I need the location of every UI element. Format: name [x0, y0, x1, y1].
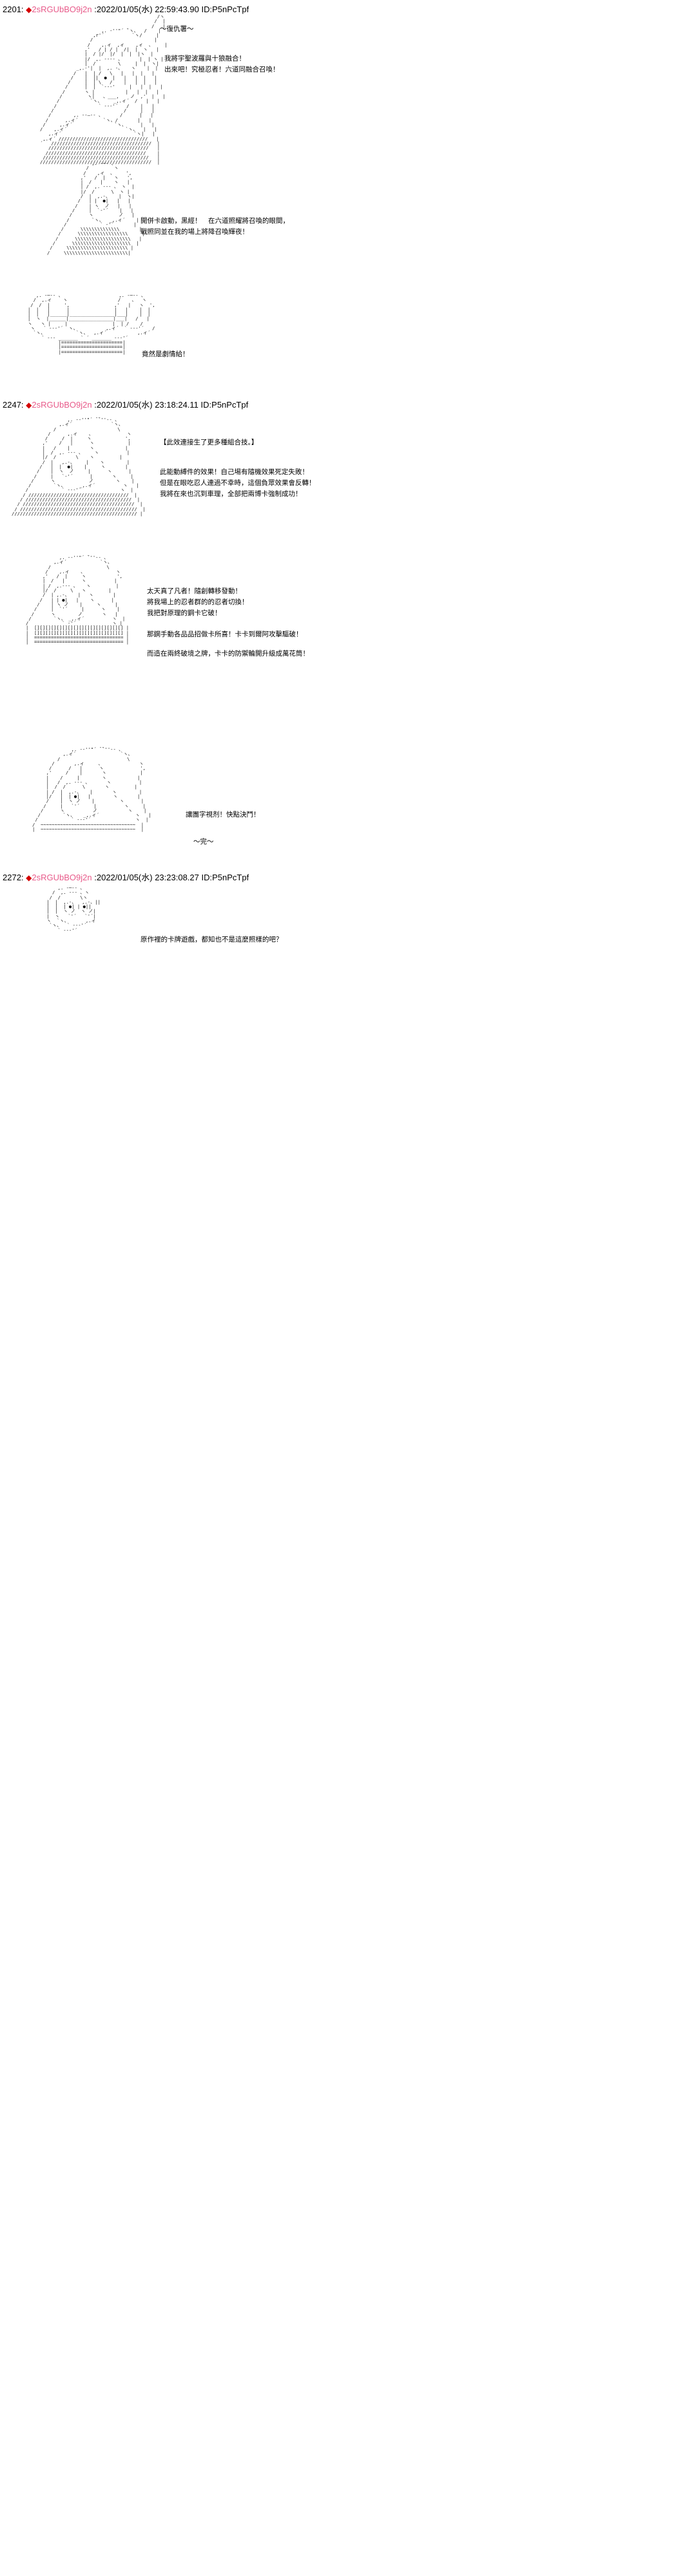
scene-2-b-line-5: 而造在兩終破境之牌，卡卡的防禦輪開升級成萬花筒！ [147, 650, 309, 658]
scene-2-b-line-2: 將我場上的忍者群的的忍者切換！ [147, 598, 249, 606]
scene-1-b-line-2: 戰照同並在我的場上將降召喚輝夜！ [140, 228, 249, 236]
post-colon: : [21, 5, 24, 14]
trip-diamond-icon: ◆ [26, 5, 32, 14]
post-handle[interactable]: 2sRGUbBO9j2n [32, 400, 92, 410]
scene-2-c-line-1: 讓團字視剂！快點決鬥！ [186, 811, 260, 819]
scene-1-a-line-2: 出來吧！究極忍者！六道同融合召喚！ [164, 66, 280, 73]
scene-3-a-line-1: 原作裡的卡牌遊戲，都知也不是這麼照樣的吧？ [140, 936, 283, 943]
scene-2-a-line-2: 但是在眼吃忍人連過不幸時，這個負眾效果會反轉！ [160, 479, 316, 487]
post-header-2247: 2247: ◆2sRGUbBO9j2n :2022/01/05(水) 23:18… [0, 398, 248, 411]
post-colon: : [21, 400, 24, 410]
post-handle[interactable]: 2sRGUbBO9j2n [32, 873, 92, 882]
scene-2-b-line-4: 那鋼手動各品品招做卡所喜！卡卡到爾阿攻擊驅破！ [147, 630, 303, 638]
scene-2-title-dialogue: 【此效連接生了更多種組合技。】 [160, 439, 258, 446]
aa-figure-1: /ヽ / | / | ,. ‐''"´ ̄`ヽ、 / | ,r'´ `ヽ/ | [40, 14, 169, 166]
post-date: :2022/01/05(水) 23:23:08.27 [94, 873, 199, 882]
scene-2-a-line-1: 此能動縛件的效果！自己埸有隨機效果死定失敗！ [160, 468, 309, 476]
scene-2-a-line-3: 我將在來也沉到車理，全部把兩博卡強制成功！ [160, 490, 302, 498]
post-uid: ID:P5nPcTpf [200, 400, 249, 410]
aa-figure-4: ,. -‐''"´ ̄ ̄`''‐- 、 ,.ィ´ `ヽ、 / \ / ,.ィ … [12, 417, 146, 516]
post-date: :2022/01/05(水) 23:18:24.11 [94, 400, 198, 410]
scene-1-b-line-1: 開併卡啟動，黑經！ 在六道照耀將召喚的眼間， [140, 217, 289, 225]
aa-figure-7: ,. -─‐- 、 / ,. -‐- 、ヽ / / \ヽ | | ,.-、 ,.… [46, 885, 101, 933]
aa-figure-3: ,. -─‐- 、 ,. -─‐- 、 / ,.ィ ヽ / 、 ヽ / / | … [27, 292, 155, 355]
aa-figure-6: ,. -‐''"´ ̄ ̄`''‐- 、 ,.ィ´ `ヽ、 / \ / ,.ィ … [32, 746, 151, 833]
post-uid: ID:P5nPcTpf [201, 873, 249, 882]
post-header-2201: 2201: ◆2sRGUbBO9j2n :2022/01/05(水) 22:59… [0, 3, 249, 15]
post-date: :2022/01/05(水) 22:59:43.90 [94, 5, 199, 14]
trip-diamond-icon: ◆ [26, 401, 32, 410]
post-uid: ID:P5nPcTpf [201, 5, 249, 14]
scene-2-b-line-1: 太天真了凡者！隨創轉移發動！ [147, 587, 242, 595]
aa-figure-2: ,. -─- 、 / ヽ / ,ィ 、 ', ,' / | ヽ ', | / |… [46, 160, 145, 256]
post-number[interactable]: 2247 [3, 400, 21, 410]
post-handle[interactable]: 2sRGUbBO9j2n [32, 5, 92, 14]
scene-1-c-line-1: 竟然是劇情給！ [142, 350, 189, 358]
scene-1-title-dialogue: ～復仇署～ [160, 25, 194, 33]
scene-2-d-line-1: ～完～ [193, 838, 214, 846]
scene-1-a-line-1: 我將宇聖波羅與十狼融合！ [164, 55, 246, 62]
post-header-2272: 2272: ◆2sRGUbBO9j2n :2022/01/05(水) 23:23… [0, 871, 249, 884]
post-colon: : [21, 873, 24, 882]
aa-figure-5: ,. -‐''"´ ̄`''‐- 、 ,.ィ´ `ヽ、 / \ / ,.ィ 、 … [26, 554, 130, 645]
scene-2-b-line-3: 我把對原理的鋼卡它破！ [147, 609, 222, 617]
trip-diamond-icon: ◆ [26, 873, 32, 882]
post-number[interactable]: 2272 [3, 873, 21, 882]
post-number[interactable]: 2201 [3, 5, 21, 14]
